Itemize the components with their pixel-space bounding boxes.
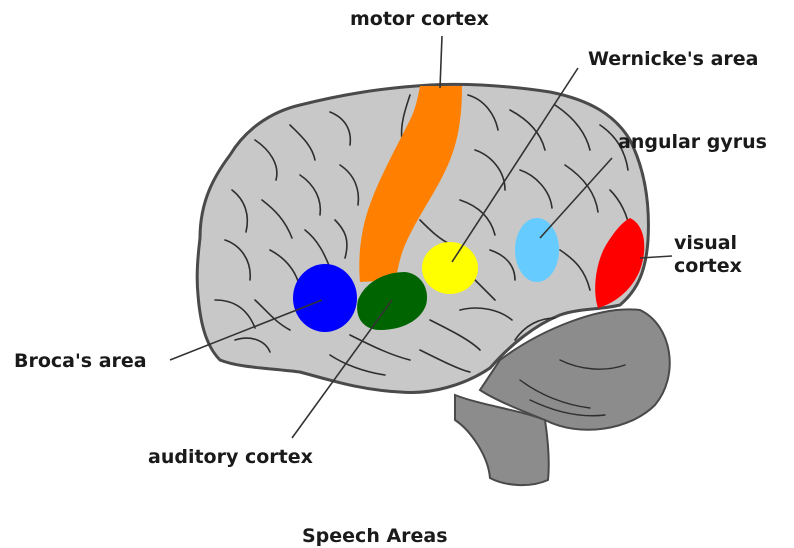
- angular-gyrus-region: [515, 218, 559, 282]
- pointer-motor-cortex: [440, 36, 442, 88]
- brocas-area-region: [293, 264, 357, 332]
- wernickes-area-region: [422, 242, 478, 294]
- label-wernickes-area: Wernicke's area: [588, 48, 759, 71]
- label-visual-cortex: visual cortex: [674, 232, 742, 278]
- label-visual-cortex-line2: cortex: [674, 255, 742, 278]
- label-angular-gyrus: angular gyrus: [618, 131, 767, 154]
- label-brocas-area: Broca's area: [14, 350, 147, 373]
- figure-caption: Speech Areas: [302, 525, 448, 548]
- label-visual-cortex-line1: visual: [674, 232, 742, 255]
- label-auditory-cortex: auditory cortex: [148, 446, 313, 469]
- label-motor-cortex: motor cortex: [350, 8, 489, 31]
